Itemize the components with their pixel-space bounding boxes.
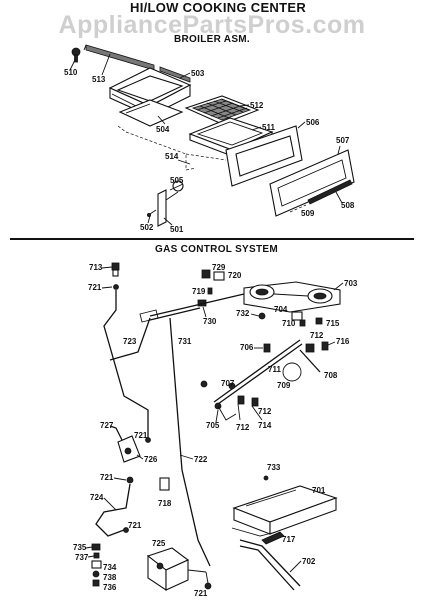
label-509: 509 xyxy=(301,209,315,218)
label-708: 708 xyxy=(324,371,338,380)
label-709: 709 xyxy=(277,381,291,390)
label-712-b: 712 xyxy=(258,407,272,416)
part-506-door xyxy=(225,125,303,187)
label-721-d: 721 xyxy=(128,521,142,530)
label-505: 505 xyxy=(170,176,184,185)
label-712-c: 712 xyxy=(236,423,250,432)
label-510: 510 xyxy=(64,68,78,77)
label-720: 720 xyxy=(228,271,242,280)
broiler-assembly-drawing: 510 513 503 512 504 511 506 507 514 505 … xyxy=(64,44,355,234)
gas-control-drawing: 713 729 720 703 721 719 732 704 715 710 … xyxy=(73,262,358,598)
label-501: 501 xyxy=(170,225,184,234)
page-title: HI/LOW COOKING CENTER xyxy=(130,0,307,15)
label-713: 713 xyxy=(89,263,103,272)
label-722: 722 xyxy=(194,455,208,464)
part-501-bracket xyxy=(157,189,179,227)
label-721-a: 721 xyxy=(88,283,102,292)
part-703-manifold xyxy=(243,281,341,313)
parts-735-738-fittings xyxy=(91,543,102,587)
label-514: 514 xyxy=(165,152,179,161)
label-730: 730 xyxy=(203,317,217,326)
label-716: 716 xyxy=(336,337,350,346)
label-504: 504 xyxy=(156,125,170,134)
label-726: 726 xyxy=(144,455,158,464)
label-727: 727 xyxy=(100,421,114,430)
part-729-valve xyxy=(201,269,225,281)
label-721-e: 721 xyxy=(194,589,208,598)
label-719: 719 xyxy=(192,287,206,296)
label-731: 731 xyxy=(178,337,192,346)
part-505-clip xyxy=(169,180,184,192)
label-714: 714 xyxy=(258,421,272,430)
label-705: 705 xyxy=(206,421,220,430)
label-502: 502 xyxy=(140,223,154,232)
part-718-block xyxy=(159,477,170,491)
part-725-regulator xyxy=(146,547,207,592)
label-707: 707 xyxy=(221,379,235,388)
label-712-a: 712 xyxy=(310,331,324,340)
label-506: 506 xyxy=(306,118,320,127)
label-701: 701 xyxy=(312,486,326,495)
section-title-broiler: BROILER ASM. xyxy=(174,34,251,45)
label-715: 715 xyxy=(326,319,340,328)
label-735: 735 xyxy=(73,543,87,552)
label-507: 507 xyxy=(336,136,350,145)
section-title-gas: GAS CONTROL SYSTEM xyxy=(155,244,279,255)
label-704: 704 xyxy=(274,305,288,314)
label-503: 503 xyxy=(191,69,205,78)
label-721-c: 721 xyxy=(100,473,114,482)
label-508: 508 xyxy=(341,201,355,210)
part-701-burner-box xyxy=(232,475,338,535)
label-717: 717 xyxy=(282,535,296,544)
label-703: 703 xyxy=(344,279,358,288)
section-divider xyxy=(10,238,414,240)
label-710: 710 xyxy=(282,319,296,328)
label-733: 733 xyxy=(267,463,281,472)
label-738: 738 xyxy=(103,573,117,582)
part-726-valve xyxy=(117,435,141,463)
label-725: 725 xyxy=(152,539,166,548)
label-732: 732 xyxy=(236,309,250,318)
label-729: 729 xyxy=(212,263,226,272)
part-502-screw xyxy=(146,209,157,217)
label-511: 511 xyxy=(262,123,275,132)
label-723: 723 xyxy=(123,337,137,346)
label-721-b: 721 xyxy=(134,431,148,440)
label-736: 736 xyxy=(103,583,117,592)
part-513-rail xyxy=(83,44,155,71)
label-711: 711 xyxy=(268,365,281,374)
part-512-grid xyxy=(184,95,260,125)
part-507-drawer-front xyxy=(269,149,355,217)
label-512: 512 xyxy=(250,101,264,110)
part-508-handle xyxy=(307,179,353,205)
label-737: 737 xyxy=(75,553,89,562)
label-513: 513 xyxy=(92,75,106,84)
label-706: 706 xyxy=(240,343,254,352)
part-713-bracket xyxy=(111,262,120,277)
label-734: 734 xyxy=(103,563,117,572)
part-510-screw xyxy=(71,47,81,63)
label-724: 724 xyxy=(90,493,104,502)
label-702: 702 xyxy=(302,557,316,566)
part-504-tray xyxy=(118,99,184,127)
label-718: 718 xyxy=(158,499,172,508)
